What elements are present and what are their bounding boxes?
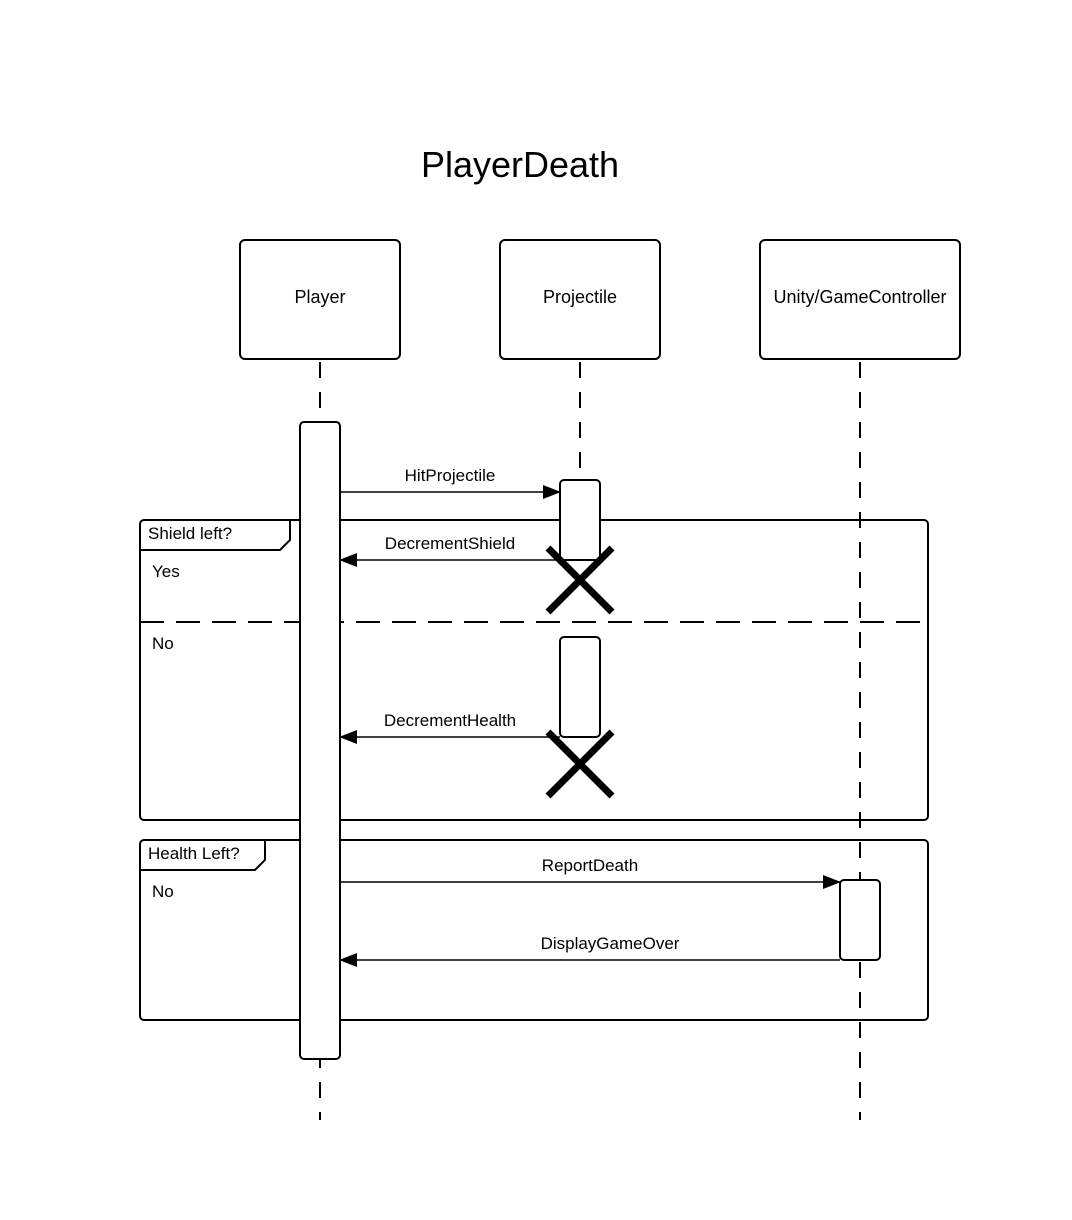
message-decrement-shield-label: DecrementShield	[385, 534, 515, 553]
fragment-health-left-label: Health Left?	[148, 844, 240, 863]
participant-game-controller[interactable]: Unity/GameController	[759, 239, 961, 360]
activation-projectile-2	[559, 636, 601, 738]
participant-projectile[interactable]: Projectile	[499, 239, 661, 360]
activation-player	[299, 421, 341, 1060]
diagram-title: PlayerDeath	[421, 144, 619, 185]
fragment-health-left: Health Left? No	[139, 839, 929, 1021]
destroy-marker-icon	[545, 545, 615, 615]
participant-player-label: Player	[294, 287, 345, 307]
message-hit-projectile: HitProjectile	[340, 466, 561, 499]
message-report-death: ReportDeath	[340, 856, 841, 889]
participant-player[interactable]: Player	[239, 239, 401, 360]
message-decrement-health: DecrementHealth	[339, 711, 560, 744]
fragment-shield-left-tab	[140, 520, 291, 551]
fragment-health-left-frame	[139, 839, 929, 1021]
fragment-shield-left-label: Shield left?	[148, 524, 232, 543]
guard-no-label: No	[152, 634, 174, 653]
destroy-marker-icon	[545, 729, 615, 799]
participant-game-controller-box	[759, 239, 961, 360]
message-display-game-over: DisplayGameOver	[339, 934, 840, 967]
guard-no-health-label: No	[152, 882, 174, 901]
participant-game-controller-label: Unity/GameController	[773, 287, 946, 307]
activation-projectile-1	[559, 479, 601, 561]
message-display-game-over-label: DisplayGameOver	[541, 934, 680, 953]
fragment-shield-left: Shield left? Yes No	[139, 519, 929, 821]
activation-game-controller	[839, 879, 881, 961]
guard-yes-label: Yes	[152, 562, 180, 581]
fragment-health-left-tab	[140, 840, 266, 871]
message-decrement-shield: DecrementShield	[339, 534, 560, 567]
fragment-shield-left-frame	[139, 519, 929, 821]
participant-player-box	[239, 239, 401, 360]
message-hit-projectile-label: HitProjectile	[405, 466, 496, 485]
participant-projectile-label: Projectile	[543, 287, 617, 307]
message-decrement-health-label: DecrementHealth	[384, 711, 516, 730]
participant-projectile-box	[499, 239, 661, 360]
message-report-death-label: ReportDeath	[542, 856, 638, 875]
